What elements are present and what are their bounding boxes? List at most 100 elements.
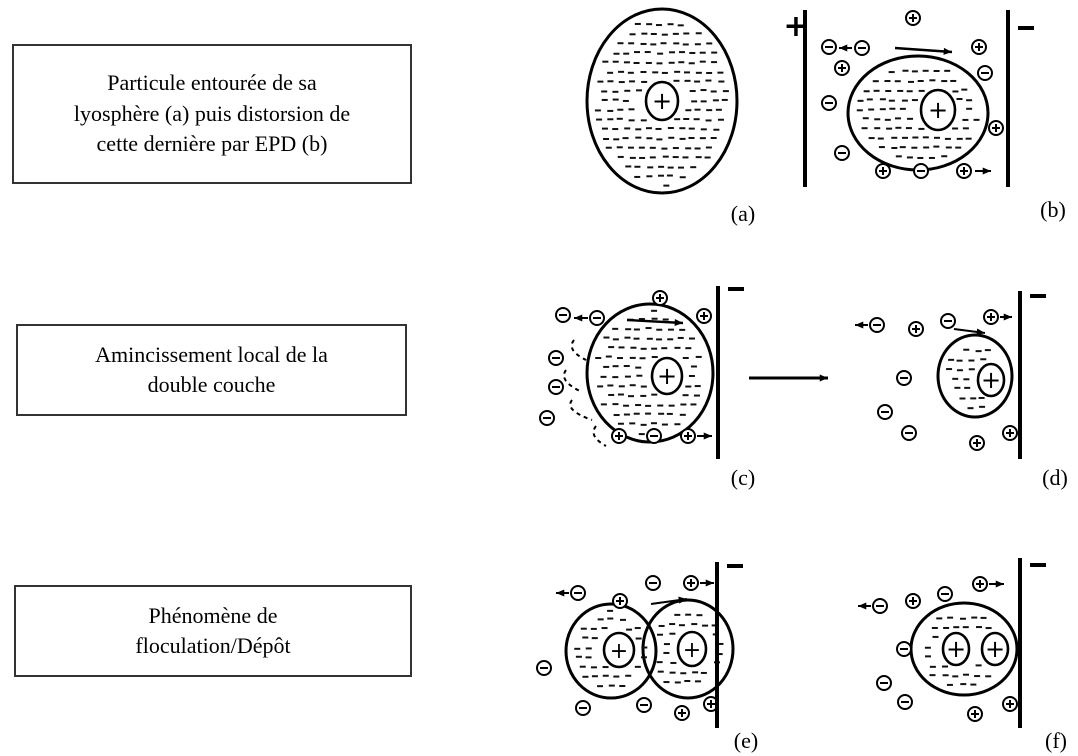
particle-core [980, 631, 1010, 667]
caption-line: lyosphère (a) puis distorsion de [73, 100, 351, 126]
lyosphere-outline [936, 333, 1014, 419]
particle-pair-f: ++ [909, 601, 1019, 697]
arrow-head [1003, 313, 1012, 321]
caption-line: Amincissement local de la [95, 341, 328, 367]
particle-charge-sign: + [657, 362, 677, 390]
arrow-shaft [894, 46, 953, 54]
cation-ion [969, 435, 985, 451]
caption-line: double couche [147, 372, 276, 397]
caption-text: Amincissement local de la double couche [95, 340, 328, 401]
anion-ion [937, 586, 953, 602]
disrupted-layer-fragment [569, 399, 593, 421]
anion-ion [548, 350, 564, 366]
anion-ion [896, 641, 912, 657]
particle-charge-sign: + [981, 366, 1001, 394]
disrupted-layer-fragment [570, 339, 587, 361]
ion-motion-arrow [556, 589, 569, 597]
panel-label-d: (d) [1042, 465, 1068, 490]
caption-box-flocculation: Phénomène de floculation/Dépôt [14, 585, 412, 677]
caption-box-thinning: Amincissement local de la double couche [16, 324, 407, 416]
particle-a: + [585, 7, 739, 195]
caption-line: cette dernière par EPD (b) [96, 131, 328, 157]
panel-label-e: (e) [734, 728, 758, 753]
lyosphere-outline [585, 302, 715, 444]
caption-line: Phénomène de [148, 602, 278, 628]
arrow-head [705, 579, 714, 587]
cation-ion [988, 120, 1004, 136]
anion-ion [876, 675, 892, 691]
panel-label-b: (b) [1040, 197, 1066, 222]
anion-ion [940, 313, 956, 329]
particle-charge-sign: + [652, 87, 672, 115]
ion-motion-arrow [989, 580, 1004, 588]
cation-ion [905, 10, 921, 26]
arrow-head [976, 328, 985, 336]
particle-core [650, 356, 684, 396]
cation-ion [674, 705, 690, 721]
anion-ion [821, 95, 837, 111]
ion-motion-arrow [839, 44, 852, 52]
anion-ion [901, 425, 917, 441]
anion-ion [869, 317, 885, 333]
cation-ion [1002, 696, 1018, 712]
arrow-head [819, 374, 828, 382]
anion-ion [872, 598, 888, 614]
anion-ion [877, 404, 893, 420]
anion-ion [636, 697, 652, 713]
anion-ion [548, 379, 564, 395]
anion-ion [854, 40, 870, 56]
particle-motion-arrow [953, 328, 986, 336]
panel-label-f: (f) [1045, 728, 1067, 753]
particle-core [676, 630, 708, 668]
particle-core [976, 362, 1006, 398]
anion-ion [555, 307, 571, 323]
arrow-head [943, 47, 952, 55]
anion-ion [821, 39, 837, 55]
anion-ion [977, 65, 993, 81]
arrow-head [574, 314, 583, 322]
particle-charge-sign: + [610, 639, 628, 664]
lyosphere-outline [846, 54, 990, 172]
arrow-shaft [626, 318, 684, 325]
ion-motion-arrow [700, 579, 714, 587]
cation-ion [956, 163, 972, 179]
disrupted-layer-fragment [592, 425, 607, 447]
cation-ion [905, 593, 921, 609]
cation-ion [680, 428, 696, 444]
ion-motion-arrow [574, 314, 588, 322]
positive-electrode-sign: + [783, 9, 808, 44]
anion-ion [913, 163, 929, 179]
particle-motion-arrow [626, 318, 684, 327]
particle-core [919, 88, 957, 132]
cation-ion [611, 428, 627, 444]
particle-charge-sign: + [946, 635, 966, 663]
arrow-head [995, 580, 1004, 588]
cation-ion [972, 576, 988, 592]
arrow-head [674, 319, 683, 327]
ion-motion-arrow [697, 432, 712, 440]
cation-ion [652, 290, 668, 306]
anion-ion [896, 370, 912, 386]
cation-ion [696, 308, 712, 324]
particle-motion-arrow [894, 46, 953, 55]
particle-core [941, 631, 971, 667]
ion-motion-arrow [975, 167, 991, 175]
cation-ion [967, 706, 983, 722]
caption-text: Particule entourée de sa lyosphère (a) p… [74, 68, 350, 159]
cation-ion [612, 593, 628, 609]
anion-ion [834, 145, 850, 161]
cation-ion [1002, 425, 1018, 441]
arrow-head [839, 44, 848, 52]
cation-ion [971, 39, 987, 55]
caption-line: Particule entourée de sa [107, 70, 317, 96]
particle-charge-sign: + [985, 635, 1005, 663]
caption-line: floculation/Dépôt [135, 633, 291, 658]
ion-motion-arrow [1000, 313, 1012, 321]
anion-ion [536, 660, 552, 676]
ion-motion-arrow [858, 602, 871, 610]
arrow-head [858, 602, 867, 610]
anion-ion [575, 700, 591, 716]
anion-ion [897, 694, 913, 710]
disrupted-layer-fragment [563, 369, 583, 393]
